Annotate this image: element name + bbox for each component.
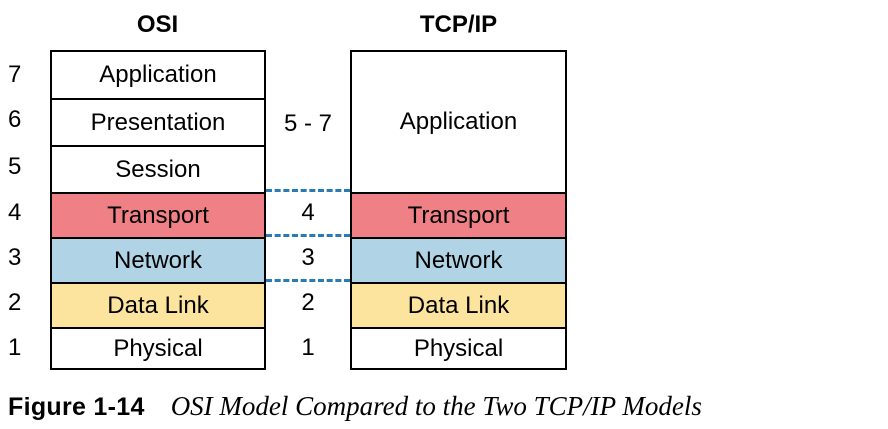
osi-layer-number: 7: [8, 60, 22, 88]
tcpip-heading: TCP/IP: [419, 11, 498, 38]
tcpip-layer-network: Network: [352, 237, 565, 282]
tcpip-layer-physical: Physical: [352, 327, 565, 368]
osi-layer-application: Application: [52, 52, 264, 98]
mapping-label-data-link: 2: [301, 288, 315, 316]
osi-layer-physical: Physical: [52, 327, 264, 368]
osi-layer-data-link: Data Link: [52, 282, 264, 327]
tcpip-layer-application: Application: [352, 52, 565, 192]
osi-layer-number: 4: [8, 198, 22, 226]
figure-label: Figure 1-14: [8, 393, 145, 421]
osi-layer-presentation: Presentation: [52, 98, 264, 145]
osi-layer-network: Network: [52, 237, 264, 282]
dashed-connector: [266, 189, 350, 192]
osi-layer-number: 6: [8, 106, 22, 133]
osi-layer-transport: Transport: [52, 192, 264, 237]
osi-model-stack: Application Presentation Session Transpo…: [50, 50, 266, 370]
osi-layer-number: 1: [8, 333, 22, 361]
tcpip-model-stack: Application Transport Network Data Link …: [350, 50, 567, 370]
mapping-label-physical: 1: [301, 333, 315, 361]
figure-title: OSI Model Compared to the Two TCP/IP Mod…: [170, 391, 702, 421]
osi-layer-number: 2: [8, 288, 22, 316]
mapping-label-application: 5 - 7: [283, 110, 333, 137]
mapping-label-transport: 4: [301, 198, 315, 226]
osi-heading: OSI: [136, 11, 179, 38]
tcpip-layer-data-link: Data Link: [352, 282, 565, 327]
osi-layer-number: 5: [8, 152, 22, 180]
mapping-label-network: 3: [301, 243, 315, 271]
dashed-connector: [266, 234, 350, 237]
tcpip-layer-transport: Transport: [352, 192, 565, 237]
osi-layer-session: Session: [52, 145, 264, 192]
osi-layer-number: 3: [8, 243, 22, 271]
figure-caption: Figure 1-14 OSI Model Compared to the Two…: [8, 390, 702, 427]
dashed-connector: [266, 279, 350, 282]
